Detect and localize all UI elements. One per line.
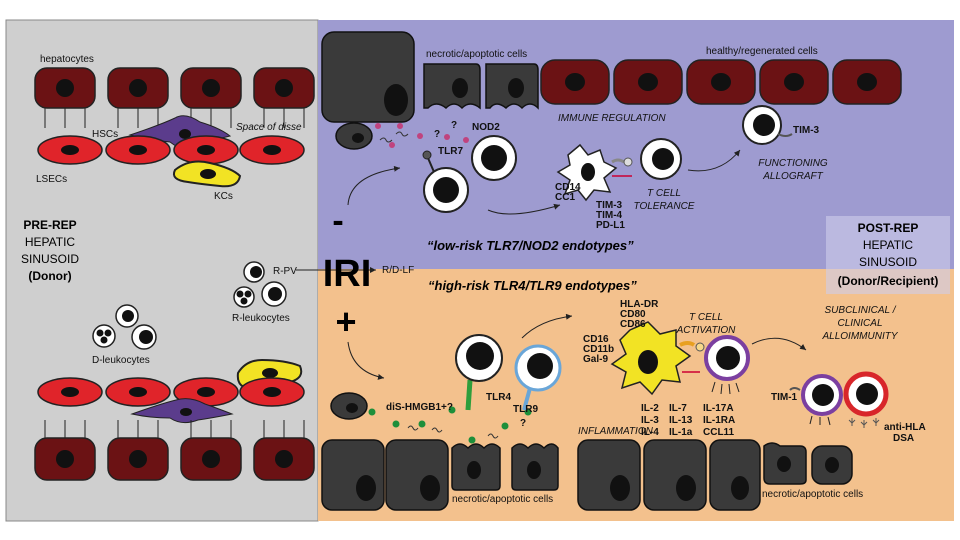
il3-label: IL-3 <box>641 415 659 426</box>
dis-hmgb1-label: diS-HMGB1+? <box>386 402 453 413</box>
hepatocyte-row-top <box>34 67 315 128</box>
space-of-disse-label: Space of disse <box>236 122 302 133</box>
cd16-label: CD16 <box>583 334 609 345</box>
cd11b-label: CD11b <box>583 344 614 355</box>
minus-sign: - <box>332 202 343 240</box>
plus-sign: + <box>335 301 356 342</box>
il1ra-label: IL-1RA <box>703 415 735 426</box>
post-rep-hepatic: HEPATIC <box>863 238 914 252</box>
lsec-row-bottom <box>37 377 305 407</box>
healthy-label: healthy/regenerated cells <box>706 46 818 57</box>
cd14-label: CD14 <box>555 182 581 193</box>
pre-rep-sinusoid: SINUSOID <box>21 252 79 266</box>
cytokine-lines <box>711 381 740 395</box>
lsec-row-top <box>37 135 305 165</box>
pdl1-label: PD-L1 <box>596 220 625 231</box>
low-risk-label: “low-risk TLR7/NOD2 endotypes” <box>427 238 634 253</box>
post-rep-box <box>826 216 950 294</box>
arrow-to-tlr7 <box>347 165 401 206</box>
il4-label: IL-4 <box>641 427 659 438</box>
lsecs-label: LSECs <box>36 174 67 185</box>
post-rep-sinusoid: SINUSOID <box>859 255 917 269</box>
tim1-label: TIM-1 <box>771 392 798 403</box>
d-leukocytes-label: D-leukocytes <box>92 355 150 366</box>
tlr7-label: TLR7 <box>438 146 463 157</box>
il13-label: IL-13 <box>669 415 693 426</box>
tim3-a-label: TIM-3 <box>596 200 623 211</box>
anti-hla-label-1: anti-HLA <box>884 422 926 433</box>
arrow-to-bottom <box>347 341 385 380</box>
tolerance-synapse <box>611 157 633 177</box>
d-leukocytes <box>92 304 157 350</box>
t-cell-activation-label-1: T CELL <box>689 312 723 323</box>
post-rep-title: POST-REP <box>858 221 919 235</box>
pre-rep-hepatic: HEPATIC <box>25 235 76 249</box>
functioning-allograft-1: FUNCTIONING <box>758 158 828 169</box>
necrotic-cells-bottom-right <box>577 439 853 511</box>
hepatocyte-row-bottom <box>34 420 315 481</box>
cc1-label: CC1 <box>555 192 575 203</box>
gal9-label: Gal-9 <box>583 354 608 365</box>
subclinical-label-1: SUBCLINICAL / <box>825 305 897 316</box>
cd86-label: CD86 <box>620 319 646 330</box>
t-cell-activation-label-2: ACTIVATION <box>676 325 736 336</box>
antibodies <box>848 418 880 428</box>
r-pv-label: R-PV <box>273 266 297 277</box>
functioning-allograft-2: ALLOGRAFT <box>762 171 823 182</box>
tlr9-label: TLR9 <box>513 404 538 415</box>
r-leukocytes-label: R-leukocytes <box>232 313 290 324</box>
il7-label: IL-7 <box>669 403 687 414</box>
question-mark-3: ? <box>520 418 526 429</box>
t-cell-tolerance-label-2: TOLERANCE <box>634 201 695 212</box>
il17a-label: IL-17A <box>703 403 734 414</box>
hla-dr-label: HLA-DR <box>620 299 659 310</box>
il2-label: IL-2 <box>641 403 659 414</box>
post-rep-donor-recipient: (Donor/Recipient) <box>838 274 939 288</box>
tim3-b-label: TIM-3 <box>793 125 820 136</box>
cd80-label: CD80 <box>620 309 646 320</box>
r-leukocytes <box>233 261 287 308</box>
hscs-label: HSCs <box>92 129 118 140</box>
pre-rep-donor: (Donor) <box>28 269 71 283</box>
anti-hla-label-2: DSA <box>893 433 914 444</box>
pre-rep-title: PRE-REP <box>23 218 76 232</box>
subclinical-label-2: CLINICAL <box>837 318 882 329</box>
nod2-label: NOD2 <box>472 122 500 133</box>
il1a-label: IL-1a <box>669 427 693 438</box>
damp-particles-top <box>375 123 469 148</box>
tim4-label: TIM-4 <box>596 210 623 221</box>
healthy-hepatocyte-row <box>540 59 902 105</box>
kcs-label: KCs <box>214 191 233 202</box>
tlr4-label: TLR4 <box>486 392 511 403</box>
necrotic-cells-bottom-left <box>321 439 559 511</box>
immune-regulation-label: IMMUNE REGULATION <box>558 113 666 124</box>
inflammation-label: INFLAMMATION <box>578 426 654 437</box>
high-risk-label: “high-risk TLR4/TLR9 endotypes” <box>428 278 637 293</box>
necrotic-top-label: necrotic/apoptotic cells <box>426 49 527 60</box>
hepatocytes-label: hepatocytes <box>40 54 94 65</box>
necrotic-bottom-label-2: necrotic/apoptotic cells <box>762 489 863 500</box>
necrotic-bottom-label-1: necrotic/apoptotic cells <box>452 494 553 505</box>
subclinical-label-3: ALLOIMMUNITY <box>821 331 898 342</box>
iri-label: IRI <box>323 253 372 295</box>
activation-synapse <box>679 341 705 373</box>
question-mark-2: ? <box>451 120 457 131</box>
question-mark-1: ? <box>434 129 440 140</box>
ccl11-label: CCL11 <box>703 427 735 438</box>
r-d-lf-label: R/D-LF <box>382 265 414 276</box>
necrotic-cell-1 <box>423 63 481 110</box>
t-cell-tolerance-label-1: T CELL <box>647 188 681 199</box>
damp-particles-bottom <box>368 406 532 444</box>
